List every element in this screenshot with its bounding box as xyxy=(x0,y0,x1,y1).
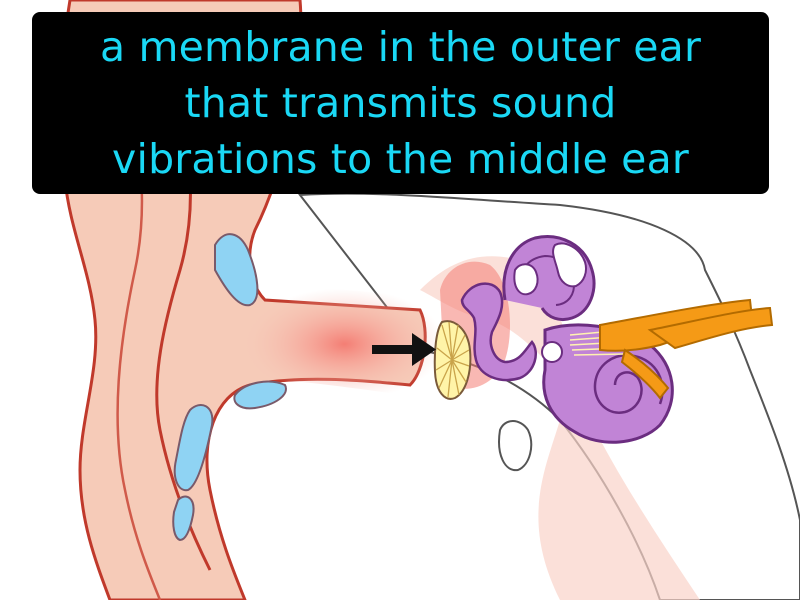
ear-canal-glow xyxy=(420,256,700,600)
cartilage-shape-4 xyxy=(172,495,195,542)
cartilage-shape-2 xyxy=(233,380,287,410)
pointer-arrow-icon xyxy=(372,333,436,366)
ear-canal xyxy=(244,288,445,400)
eardrum-icon xyxy=(433,320,472,400)
definition-caption: a membrane in the outer ear that transmi… xyxy=(32,12,769,194)
definition-text: a membrane in the outer ear that transmi… xyxy=(99,23,702,183)
auditory-nerve-icon xyxy=(599,298,774,400)
ossicles-icon xyxy=(460,282,537,382)
cartilage-shape-1 xyxy=(214,233,259,307)
semicircular-canals-icon xyxy=(502,235,596,322)
eustachian-tube xyxy=(498,420,533,472)
cartilage-shape-3 xyxy=(173,404,214,492)
